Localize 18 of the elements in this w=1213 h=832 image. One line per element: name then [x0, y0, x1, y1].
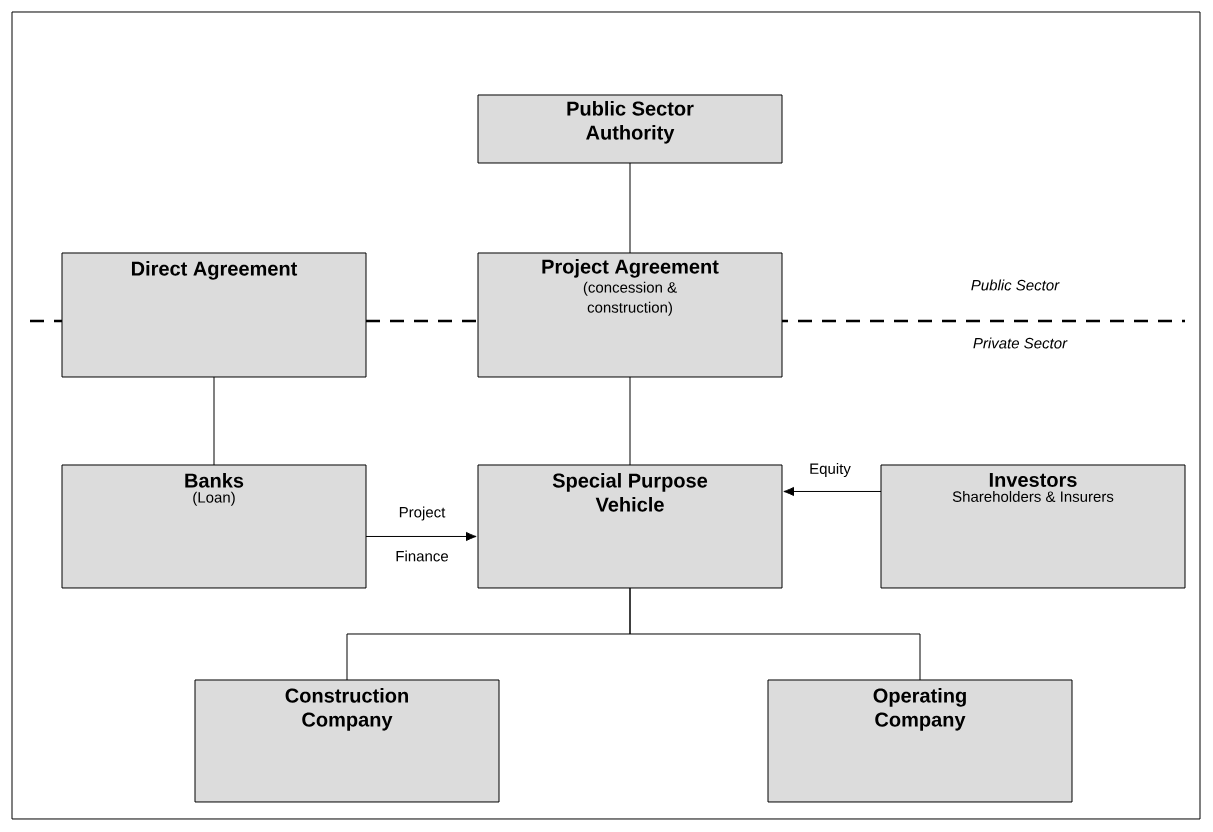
sector-label: Public Sector	[971, 279, 1060, 291]
entity-box: Construction Company	[194, 679, 500, 803]
arrow	[365, 531, 477, 542]
sector-label: Private Sector	[973, 337, 1068, 349]
entity-box: Direct Agreement	[61, 252, 367, 378]
entity-box: Banks (Loan)	[61, 464, 367, 589]
entity-box: Investors Shareholders & Insurers	[880, 464, 1186, 589]
entity-box: Public Sector Authority	[477, 94, 783, 164]
connector-line	[629, 587, 921, 681]
edge-label: Equity	[810, 463, 851, 477]
connector-line	[213, 376, 215, 466]
arrow	[783, 486, 882, 497]
entity-box: Operating Company	[767, 679, 1073, 803]
edge-label: Project Finance	[396, 506, 448, 562]
connector-line	[629, 162, 631, 254]
entity-box: Project Agreement (concession & construction)	[477, 252, 783, 378]
connector-line	[629, 376, 631, 466]
entity-box: Special Purpose Vehicle	[477, 464, 783, 589]
